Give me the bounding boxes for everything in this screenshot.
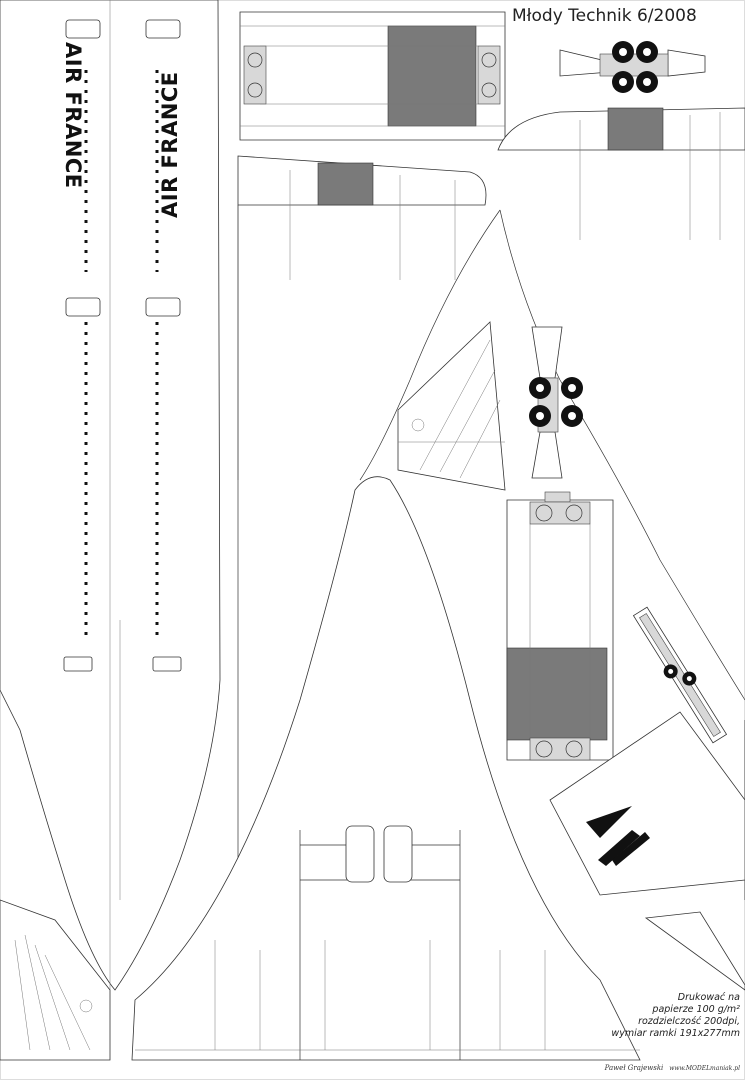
wing-strip-right [497,107,745,240]
print-note-line: wymiar ramki 191x277mm [611,1028,740,1039]
fin-part-middle [397,321,506,491]
print-note-line: Drukować na [677,992,740,1003]
nose-gear-strut [632,606,728,744]
engine-nacelle-top [239,11,506,141]
engine-nacelle-lower [506,491,614,761]
website-credit: www.MODELmaniak.pl [669,1065,740,1072]
airline-livery-right: AIR FRANCE [158,71,182,218]
print-note-line: rozdzielczość 200dpi, [638,1016,740,1027]
wing-underside [131,476,641,1061]
author-credit: Paweł Grajewski www.MODELmaniak.pl [540,1064,740,1072]
wing-tip-part [644,911,745,991]
airline-livery-left: AIR FRANCE [61,42,85,189]
author-signature: Paweł Grajewski [604,1064,664,1072]
print-note-line: papierze 100 g/m² [652,1004,740,1015]
print-instructions: Drukować na papierze 100 g/m² rozdzielcz… [600,992,740,1040]
main-gear-top [559,41,706,93]
magazine-title: Młody Technik 6/2008 [512,6,697,26]
fuselage-side-panel: AIR FRANCE AIR FRANCE [0,0,221,991]
main-gear-middle [529,326,583,479]
tail-fin-part [0,899,111,1061]
tail-fin-stripes [549,711,745,896]
